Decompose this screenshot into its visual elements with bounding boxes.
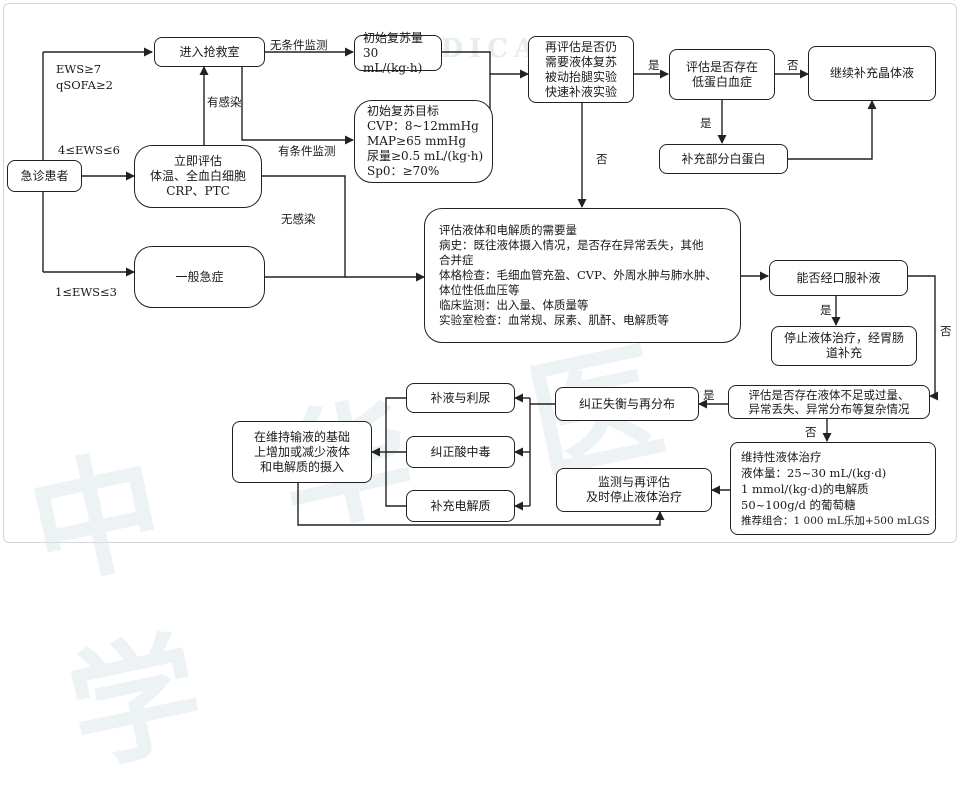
initial-volume-line-1: 初始复苏量 (363, 30, 424, 45)
adjust-intake-line-1: 在维持输液的基础 (253, 429, 350, 444)
initial-volume-line-2: 30 mL/(kg·h) (363, 45, 423, 75)
initial-target-line-5: Sp0：≥70% (367, 164, 440, 178)
reassess-line-3: 被动抬腿实验 (544, 69, 617, 84)
initial-target-line-4: 尿量≥0.5 mL/(kg·h) (367, 149, 484, 163)
hypoalbumin-line-1: 评估是否存在 (685, 59, 758, 74)
edge-adjust-monitor (297, 483, 665, 526)
edge-conditional (241, 52, 354, 145)
edge-no-infection (262, 175, 425, 282)
initial-target-line-3: MAP≥65 mmHg (367, 134, 467, 148)
rehydrate-diuresis-text: 补液与利尿 (430, 390, 491, 405)
continue-crystal-text: 继续补充晶体液 (829, 66, 914, 80)
label-has-infection: 有感染 (207, 95, 242, 109)
hypoalbumin-line-2: 低蛋白血症 (691, 74, 752, 89)
edge-albumin-continue (788, 100, 877, 160)
rescue-room-box: 进入抢救室 (154, 37, 265, 67)
fluid-needs-line-4: 体格检查：毛细血管充盈、CVP、外周水肿与肺水肿、 (439, 268, 717, 282)
assess-complex-line-1: 评估是否存在液体不足或过量、 (748, 388, 910, 402)
reassess-line-4: 快速补液实验 (544, 84, 617, 99)
label-ews-high-2: qSOFA≥2 (56, 78, 113, 92)
fluid-needs-box: 评估液体和电解质的需要量 病史：既往液体摄入情况，是否存在异常丢失，其他 合并症… (424, 208, 741, 343)
fluid-needs-line-6: 临床监测：出入量、体质量等 (439, 298, 589, 312)
general-emergency-box: 一般急症 (134, 246, 265, 308)
immediate-eval-line-2: 体温、全血白细胞 (149, 169, 246, 183)
correct-imbalance-box: 纠正失衡与再分布 (555, 387, 699, 421)
fluid-needs-line-3: 合并症 (439, 253, 474, 267)
ed-patient-box: 急诊患者 (7, 160, 82, 192)
maintenance-line-4: 50~100g/d 的葡萄糖 (741, 497, 856, 512)
fluid-needs-line-1: 评估液体和电解质的需要量 (439, 223, 577, 237)
label-yes-hypo: 是 (700, 116, 712, 130)
immediate-eval-line-1: 立即评估 (173, 154, 222, 168)
label-ews-low: 1≤EWS≤3 (55, 285, 117, 299)
general-emergency-text: 一般急症 (175, 269, 224, 284)
initial-target-line-1: 初始复苏目标 (367, 104, 440, 118)
correct-imbalance-text: 纠正失衡与再分布 (578, 396, 675, 411)
assess-complex-line-2: 异常丢失、异常分布等复杂情况 (748, 402, 910, 416)
reassess-line-1: 再评估是否仍 (544, 39, 617, 54)
oral-fluid-box: 能否经口服补液 (769, 260, 908, 296)
monitor-reassess-box: 监测与再评估 及时停止液体治疗 (556, 468, 712, 512)
reassess-line-2: 需要液体复苏 (544, 54, 617, 69)
label-ews-mid: 4≤EWS≤6 (58, 143, 120, 157)
label-unconditional-monitor: 无条件监测 (270, 38, 328, 52)
label-no-infection: 无感染 (281, 212, 316, 226)
maintenance-line-5: 推荐组合：1 000 mL乐加+500 mLGS (741, 514, 930, 527)
adjust-intake-line-3: 和电解质的摄入 (259, 459, 344, 474)
adjust-intake-box: 在维持输液的基础 上增加或减少液体 和电解质的摄入 (232, 421, 372, 483)
electrolytes-box: 补充电解质 (406, 490, 515, 522)
label-yes-oral: 是 (820, 303, 832, 317)
fluid-needs-line-2: 病史：既往液体摄入情况，是否存在异常丢失，其他 (439, 238, 704, 252)
label-no-oral: 否 (940, 324, 952, 338)
label-no-reassess: 否 (596, 152, 608, 166)
label-no-complex: 否 (805, 425, 817, 439)
edge-volume-reassess (442, 51, 529, 79)
supplement-albumin-box: 补充部分白蛋白 (659, 144, 788, 174)
label-conditional-monitor: 有条件监测 (278, 144, 336, 158)
electrolytes-text: 补充电解质 (430, 498, 491, 513)
immediate-eval-box: 立即评估 体温、全血白细胞 CRP、PTC (134, 145, 262, 208)
stop-iv-box: 停止液体治疗，经胃肠 道补充 (771, 326, 917, 366)
continue-crystal-box: 继续补充晶体液 (808, 46, 936, 101)
correct-acidosis-box: 纠正酸中毒 (406, 436, 515, 468)
fluid-needs-line-5: 体位性低血压等 (439, 283, 520, 297)
initial-target-box: 初始复苏目标 CVP：8~12mmHg MAP≥65 mmHg 尿量≥0.5 m… (354, 100, 493, 183)
stop-iv-line-2: 道补充 (825, 346, 862, 360)
stop-iv-line-1: 停止液体治疗，经胃肠 (783, 331, 904, 345)
connector-layer (42, 47, 938, 526)
maintenance-line-1: 维持性液体治疗 (741, 449, 822, 464)
rehydrate-diuresis-box: 补液与利尿 (406, 383, 515, 413)
initial-target-line-2: CVP：8~12mmHg (367, 119, 479, 133)
correct-acidosis-text: 纠正酸中毒 (430, 444, 491, 459)
ed-patient-text: 急诊患者 (20, 168, 69, 183)
label-ews-high-1: EWS≥7 (56, 62, 102, 76)
maintenance-line-3: 1 mmol/(kg·d)的电解质 (741, 481, 869, 496)
adjust-intake-line-2: 上增加或减少液体 (253, 444, 350, 459)
initial-volume-box: 初始复苏量 30 mL/(kg·h) (354, 31, 442, 75)
label-yes-reassess: 是 (648, 58, 660, 72)
immediate-eval-line-3: CRP、PTC (166, 184, 230, 198)
hypoalbumin-box: 评估是否存在 低蛋白血症 (669, 49, 775, 100)
fluid-needs-line-7: 实验室检查：血常规、尿素、肌酐、电解质等 (439, 313, 669, 327)
oral-fluid-text: 能否经口服补液 (796, 270, 881, 285)
assess-complex-box: 评估是否存在液体不足或过量、 异常丢失、异常分布等复杂情况 (728, 385, 930, 419)
supplement-albumin-text: 补充部分白蛋白 (681, 151, 766, 166)
reassess-box: 再评估是否仍 需要液体复苏 被动抬腿实验 快速补液实验 (528, 36, 634, 103)
label-no-hypo: 否 (787, 58, 799, 72)
monitor-reassess-line-1: 监测与再评估 (597, 475, 670, 489)
maintenance-line-2: 液体量：25~30 mL/(kg·d) (741, 465, 887, 480)
monitor-reassess-line-2: 及时停止液体治疗 (585, 490, 682, 504)
rescue-room-text: 进入抢救室 (179, 44, 240, 59)
label-yes-complex: 是 (703, 388, 715, 402)
maintenance-box: 维持性液体治疗 液体量：25~30 mL/(kg·d) 1 mmol/(kg·d… (730, 442, 936, 535)
